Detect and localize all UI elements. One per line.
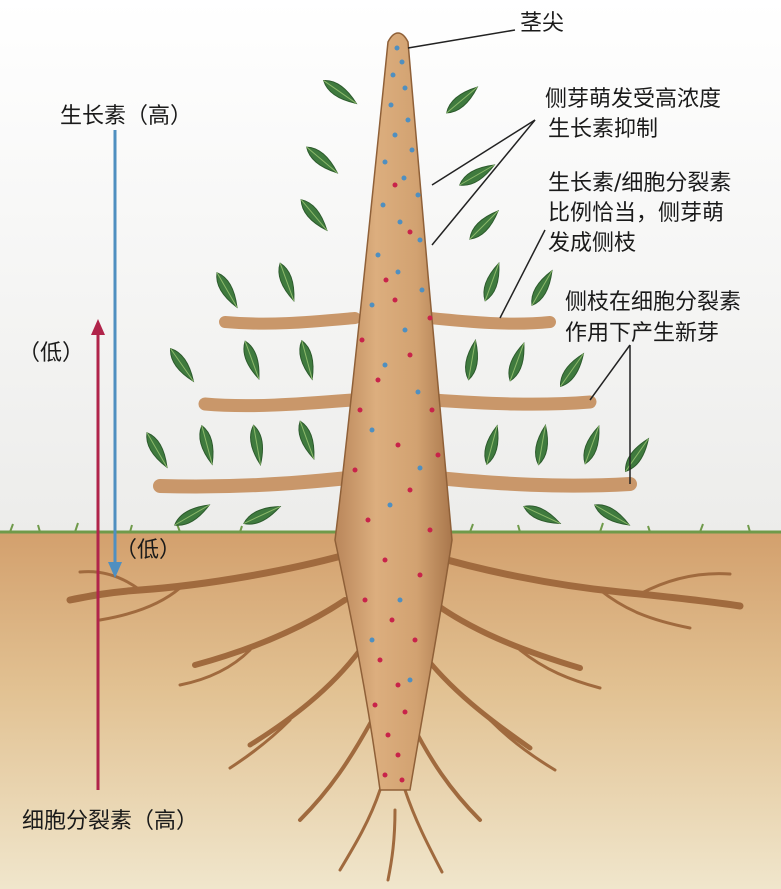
label-new-bud-line1: 侧枝在细胞分裂素 — [565, 289, 741, 317]
label-stem-tip: 茎尖 — [520, 10, 564, 38]
label-auxin-low: （低） — [115, 537, 181, 565]
label-new-bud-line2: 作用下产生新芽 — [565, 320, 719, 348]
label-cytokinin-high: 细胞分裂素（高） — [22, 808, 198, 836]
label-auxin-high: 生长素（高） — [60, 103, 192, 131]
label-lateral-inhibited-line2: 生长素抑制 — [548, 116, 658, 144]
label-cytokinin-low: （低） — [18, 340, 84, 368]
label-ratio-line3: 发成侧枝 — [548, 230, 636, 258]
label-lateral-inhibited-line1: 侧芽萌发受高浓度 — [545, 86, 721, 114]
label-ratio-line2: 比例恰当，侧芽萌 — [548, 200, 724, 228]
label-ratio-line1: 生长素/细胞分裂素 — [548, 170, 731, 198]
